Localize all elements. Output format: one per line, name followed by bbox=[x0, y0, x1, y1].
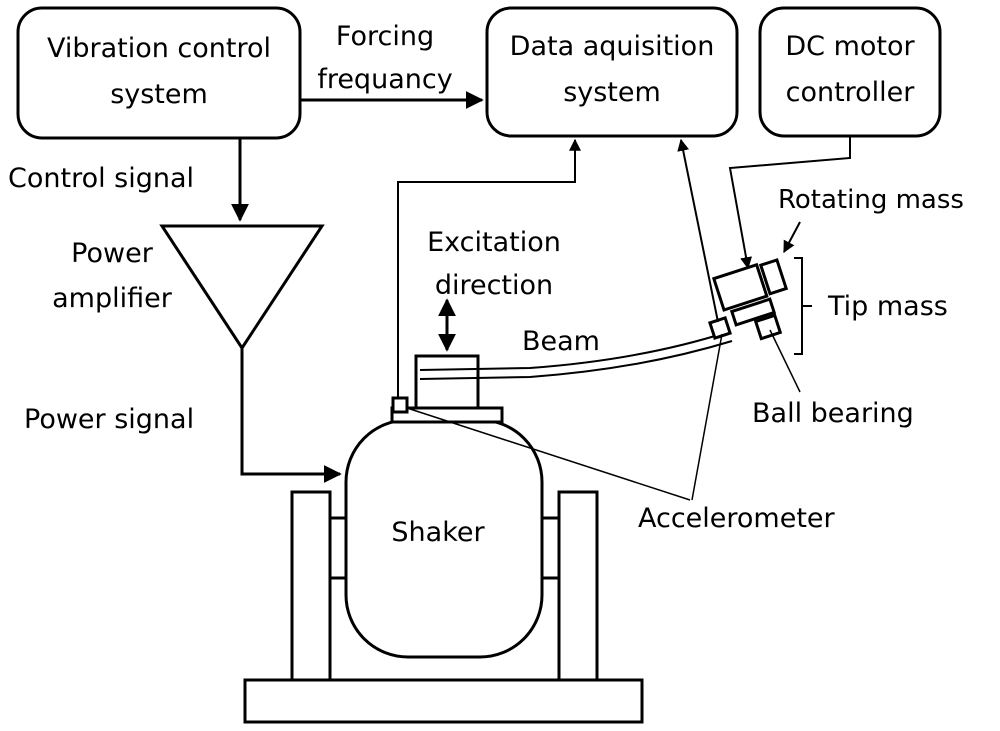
data-acquisition-label-line1: Data aquisition bbox=[510, 31, 715, 62]
vibration-control-label-line2: system bbox=[110, 79, 208, 110]
power-signal: Power signal bbox=[24, 348, 342, 483]
shaker-stand bbox=[243, 490, 644, 724]
dc-motor-label-line2: controller bbox=[786, 77, 916, 108]
power-amplifier: Power amplifier bbox=[52, 224, 325, 351]
excitation-direction-label-line1: Excitation bbox=[427, 227, 561, 258]
forcing-frequency-signal: Forcing frequancy bbox=[300, 21, 484, 109]
excitation-direction: Excitation direction bbox=[427, 227, 561, 352]
rotating-mass-label: Rotating mass bbox=[778, 185, 964, 215]
control-signal: Control signal bbox=[8, 138, 249, 222]
tip-mass-bracket: Tip mass bbox=[794, 257, 948, 355]
vibration-control-label-line1: Vibration control bbox=[47, 33, 271, 64]
data-acquisition-label-line2: system bbox=[563, 77, 661, 108]
control-signal-label: Control signal bbox=[8, 163, 194, 194]
tip-mass-assembly bbox=[708, 258, 789, 341]
forcing-frequency-label-line1: Forcing bbox=[336, 21, 434, 52]
excitation-direction-label-line2: direction bbox=[435, 270, 553, 301]
power-signal-label: Power signal bbox=[24, 404, 194, 435]
power-amplifier-label-line1: Power bbox=[71, 238, 154, 269]
tip-accelerometer-wire bbox=[677, 138, 719, 323]
shaker-table bbox=[390, 354, 504, 424]
rotating-mass-callout: Rotating mass bbox=[778, 185, 964, 254]
beam: Beam bbox=[419, 326, 733, 380]
dc-motor-wire bbox=[728, 136, 851, 270]
beam-label: Beam bbox=[522, 326, 600, 357]
ball-bearing-label: Ball bearing bbox=[752, 398, 914, 429]
shaker-label: Shaker bbox=[391, 517, 485, 548]
forcing-frequency-label-line2: frequancy bbox=[317, 64, 452, 95]
tip-mass-label: Tip mass bbox=[827, 291, 948, 322]
accelerometer-label: Accelerometer bbox=[638, 503, 836, 534]
vibration-control-system-block: Vibration control system bbox=[16, 6, 302, 140]
power-amplifier-label-line2: amplifier bbox=[52, 283, 173, 314]
data-acquisition-system-block: Data aquisition system bbox=[485, 6, 739, 138]
dc-motor-controller-block: DC motor controller bbox=[758, 6, 942, 138]
dc-motor-label-line1: DC motor bbox=[785, 31, 915, 62]
ball-bearing-callout: Ball bearing bbox=[752, 329, 914, 429]
shaker: Shaker bbox=[344, 418, 544, 659]
accelerometer-callout: Accelerometer bbox=[406, 333, 836, 534]
base-accelerometer bbox=[391, 138, 581, 414]
